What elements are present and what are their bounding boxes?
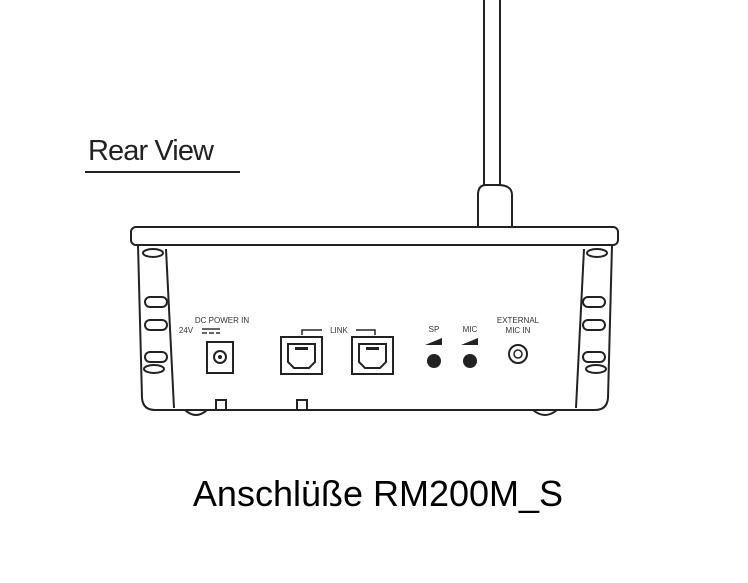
link-bracket (301, 329, 376, 335)
external-mic-port: EXTERNAL MIC IN (497, 316, 540, 364)
caption: Anschlüße RM200M_S (193, 473, 563, 514)
antenna-base (477, 184, 513, 228)
device-outline (130, 0, 619, 416)
mic-in-jack-icon (508, 344, 528, 364)
dc-jack-icon (206, 341, 234, 374)
link-ports: LINK (280, 326, 394, 375)
voltage-label: 24V (179, 326, 194, 335)
mic-in-label: MIC IN (506, 326, 531, 335)
mic-label: MIC (463, 325, 478, 334)
dc-symbol-icon (202, 328, 220, 334)
rear-view-title: Rear View (88, 135, 215, 167)
link-label: LINK (330, 326, 348, 335)
volume-ramp-icon (425, 338, 442, 345)
mic-knob-icon (463, 354, 477, 368)
right-brackets (582, 248, 608, 374)
foot-tab (296, 399, 308, 411)
dc-power-label: DC POWER IN (195, 316, 249, 325)
top-plate (130, 226, 619, 246)
body-side-edges (165, 248, 585, 409)
heading: Rear View (85, 135, 240, 173)
rj-jack-icon (351, 336, 394, 375)
antenna-stem (483, 0, 501, 186)
foot (532, 409, 558, 416)
foot-tab (215, 399, 227, 411)
dc-power-port: DC POWER IN 24V (179, 316, 249, 374)
sp-label: SP (429, 325, 440, 334)
left-brackets (142, 248, 168, 374)
external-label: EXTERNAL (497, 316, 540, 325)
rj-jack-icon (280, 336, 323, 375)
body (137, 244, 613, 411)
mic-volume: MIC (461, 325, 478, 368)
sp-knob-icon (427, 354, 441, 368)
sp-volume: SP (425, 325, 442, 368)
volume-ramp-icon (461, 338, 478, 345)
foot (184, 409, 208, 416)
